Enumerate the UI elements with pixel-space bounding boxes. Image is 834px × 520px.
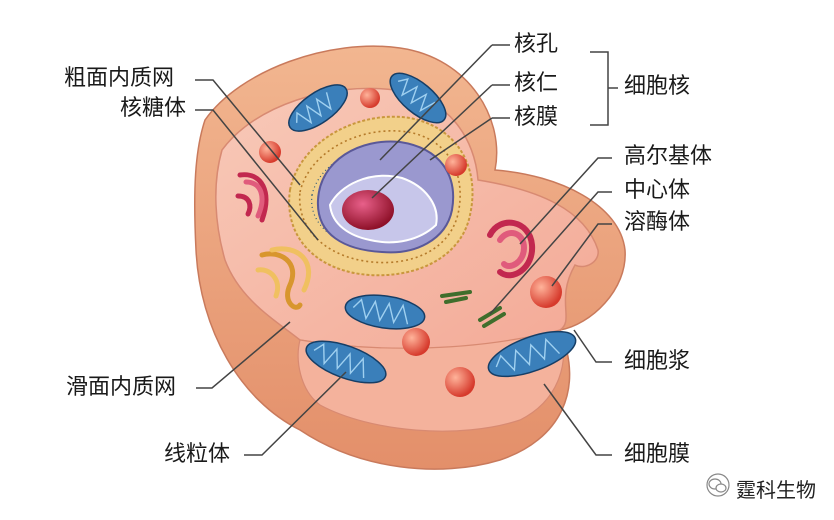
label-nucleolus: 核仁 xyxy=(514,71,559,96)
label-nuclear-envelope: 核膜 xyxy=(514,105,559,130)
label-centrosome: 中心体 xyxy=(624,178,691,203)
label-cytoplasm: 细胞浆 xyxy=(624,349,691,374)
watermark-text: 霆科生物 xyxy=(736,478,816,502)
label-golgi: 高尔基体 xyxy=(624,144,713,169)
label-nuclear-pore: 核孔 xyxy=(514,32,559,57)
golgi-left xyxy=(235,172,269,223)
label-mitochondrion: 线粒体 xyxy=(164,442,231,467)
smooth-er xyxy=(255,246,312,310)
label-cell-membrane: 细胞膜 xyxy=(624,442,691,467)
label-ribosome: 核糖体 xyxy=(120,96,187,121)
watermark-icon xyxy=(706,473,730,497)
mitochondria xyxy=(288,72,577,384)
centrosome xyxy=(440,290,506,328)
vesicles xyxy=(259,88,562,397)
label-nucleus: 细胞核 xyxy=(624,74,691,99)
leader-lines xyxy=(195,44,618,456)
label-lysosome: 溶酶体 xyxy=(624,210,691,235)
golgi-right xyxy=(487,219,536,279)
nucleolus-shape xyxy=(342,190,394,230)
label-rough-er: 粗面内质网 xyxy=(64,66,175,91)
label-smooth-er: 滑面内质网 xyxy=(66,375,177,400)
